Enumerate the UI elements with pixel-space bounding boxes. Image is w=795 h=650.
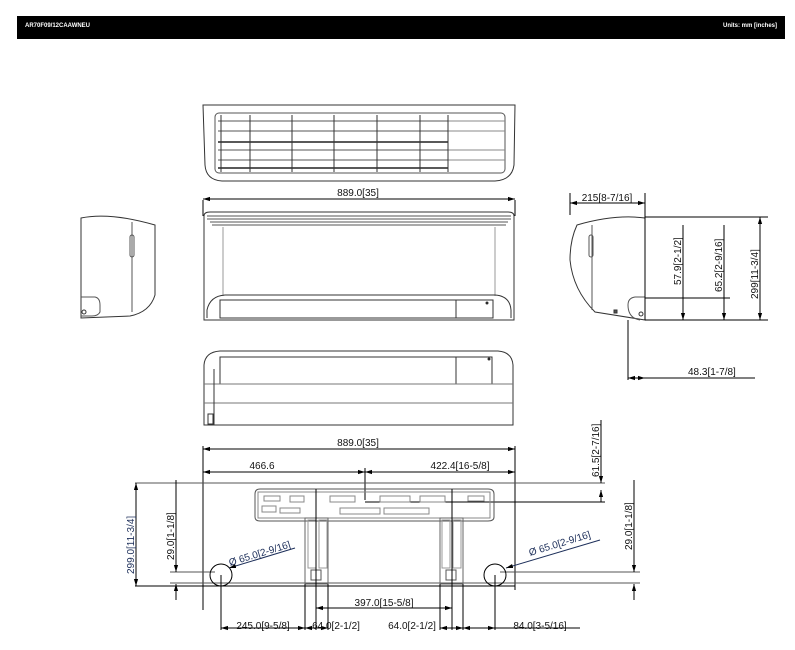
top-view [202, 104, 516, 182]
unit-height-label: 299[11-3/4] [750, 249, 761, 299]
plate-top-gap-label: 61.5[2-7/16] [591, 423, 602, 477]
side-depth-label: 215[8-7/16] [582, 193, 633, 204]
bottom-view [203, 350, 514, 426]
hole-left-offset-label: 245.0[9-5/8] [236, 621, 290, 632]
bracket-span-label: 397.0[15-5/8] [355, 598, 414, 609]
left-side-view [80, 215, 156, 319]
mounting-plate-view [133, 420, 640, 631]
right-side-view [569, 193, 768, 381]
hole-left-height-label: 29.0[1-1/8] [166, 512, 177, 560]
bracket-left-width-label: 64.0[2-1/2] [312, 621, 360, 632]
plate-width-label: 889.0[35] [337, 438, 379, 449]
pipe-height-1-label: 57.9[2-1/2] [673, 237, 684, 285]
hole-right-offset-label: 84.0[3-5/16] [513, 621, 567, 632]
hole-right-height-label: 29.0[1-1/8] [624, 502, 635, 550]
bracket-right-width-label: 64.0[2-1/2] [388, 621, 436, 632]
pipe-height-2-label: 65.2[2-9/16] [714, 238, 725, 292]
units-label: Units: mm [inches] [722, 23, 777, 29]
model-number: AR70F09/12CAAWNEU [25, 23, 91, 29]
pipe-offset-label: 48.3[1-7/8] [688, 367, 736, 378]
plate-height-label: 299.0[11-3/4] [126, 516, 137, 574]
hole-left-dia-label: Ø 65.0[2-9/16] [228, 540, 293, 569]
plate-left-label: 466.6 [249, 461, 274, 472]
front-view [202, 196, 516, 321]
plate-right-label: 422.4[16-5/8] [431, 461, 490, 472]
front-width-label: 889.0[35] [337, 188, 379, 199]
hole-right-dia-label: Ø 65.0[2-9/16] [528, 530, 593, 559]
title-bar: AR70F09/12CAAWNEU Units: mm [inches] [17, 16, 785, 39]
